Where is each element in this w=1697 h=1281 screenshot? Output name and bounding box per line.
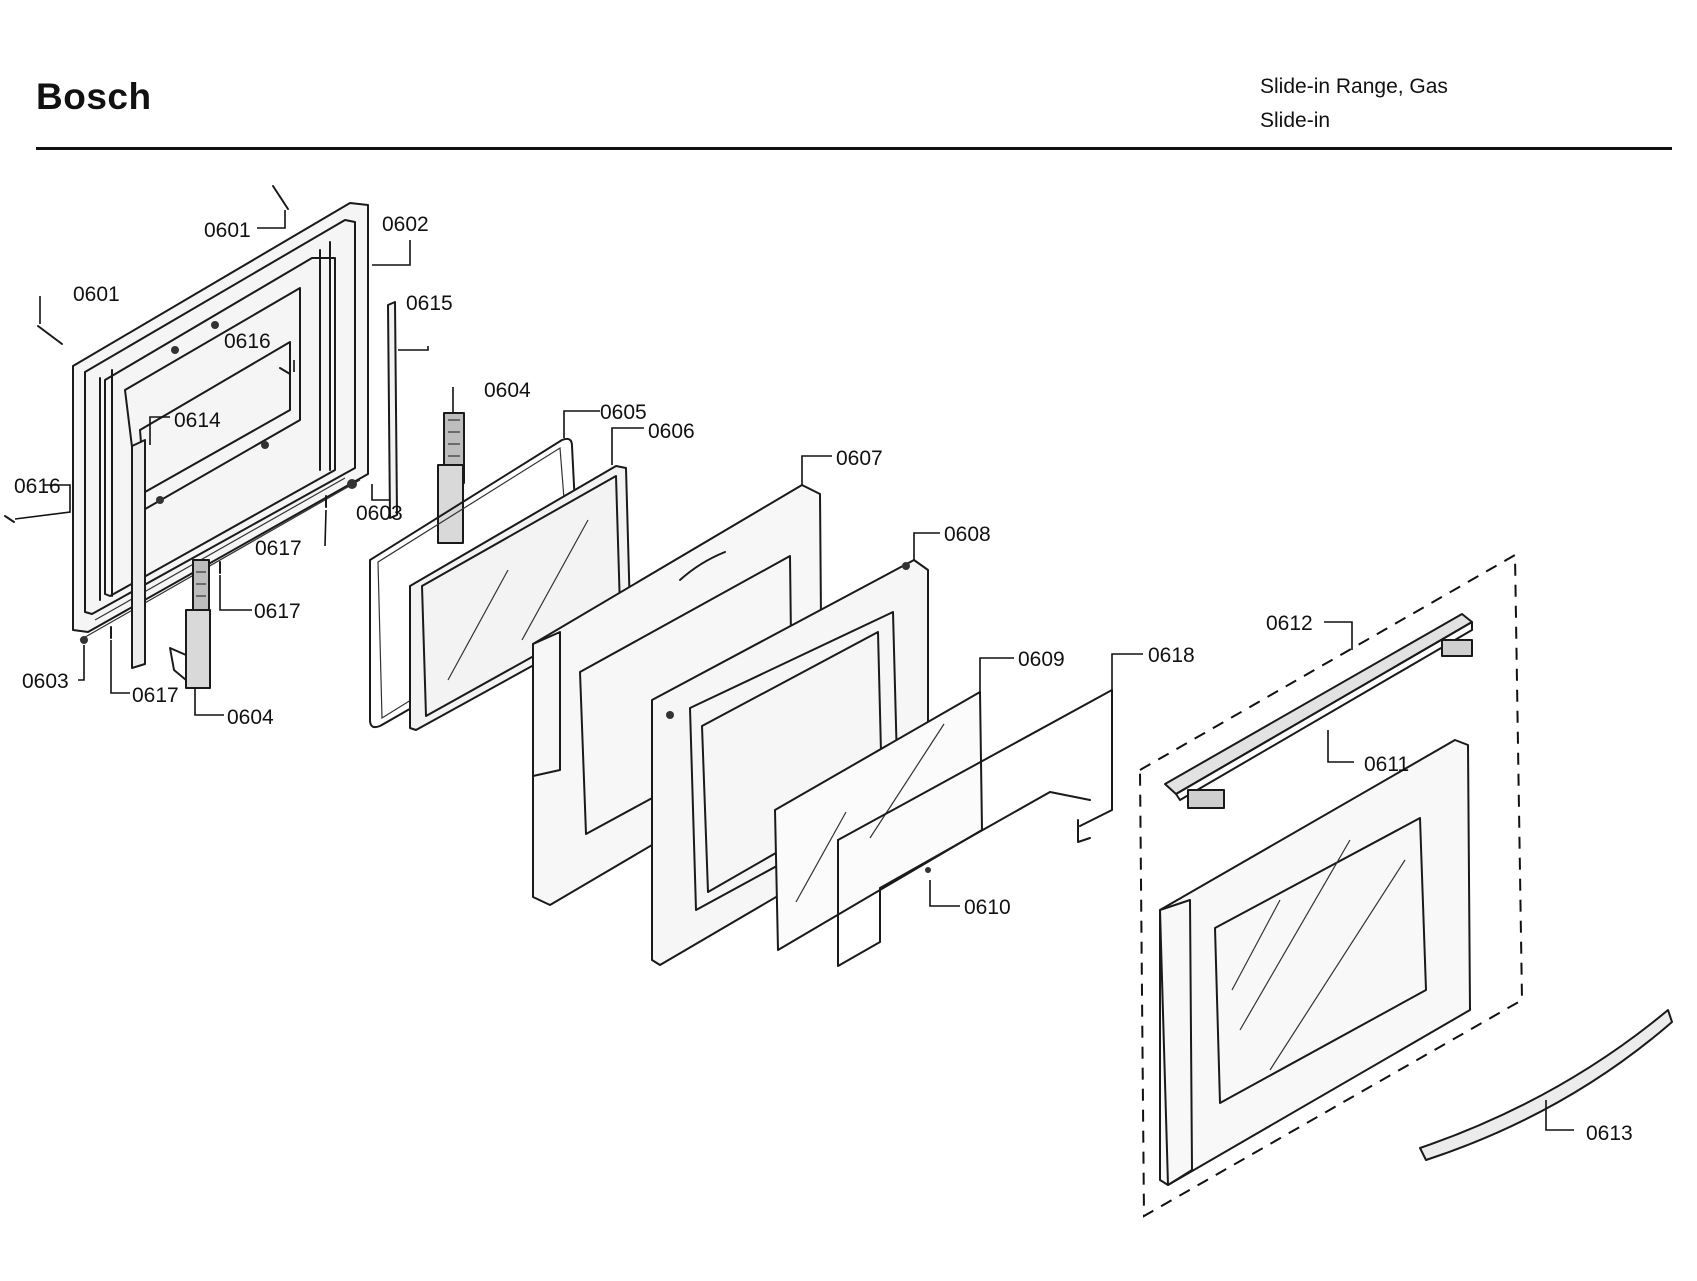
side-trim-0615 <box>387 301 398 519</box>
label-0606: 0606 <box>648 420 695 443</box>
label-0602: 0602 <box>382 213 429 236</box>
handle-bar-0613 <box>1419 1009 1673 1161</box>
label-0605: 0605 <box>600 401 647 424</box>
label-0607: 0607 <box>836 447 883 470</box>
label-0609: 0609 <box>1018 648 1065 671</box>
label-0604-top: 0604 <box>484 379 531 402</box>
screw-0603-left <box>80 636 88 644</box>
brand-title: Bosch <box>36 76 152 117</box>
label-0604-bottom: 0604 <box>227 706 274 729</box>
label-0603-right: 0603 <box>356 502 403 525</box>
handle-rail-0612 <box>1164 613 1473 809</box>
model-type: Slide-in Range, Gas <box>1260 75 1448 98</box>
bracket-0618 <box>837 689 1113 967</box>
label-0612: 0612 <box>1266 612 1313 635</box>
label-0608: 0608 <box>944 523 991 546</box>
label-0617-c: 0617 <box>132 684 179 707</box>
label-0617-a: 0617 <box>255 537 302 560</box>
hinge-0604-top <box>437 412 465 544</box>
label-0616-center: 0616 <box>224 330 271 353</box>
label-0615: 0615 <box>406 292 453 315</box>
screw-0601-left <box>37 325 63 345</box>
label-0617-b: 0617 <box>254 600 301 623</box>
side-trim-0614 <box>131 439 146 669</box>
outer-door-panel <box>1159 739 1471 1186</box>
screw-0616-left <box>4 515 15 523</box>
screw-0601-top <box>272 185 289 210</box>
clip-0610 <box>925 867 931 873</box>
label-0616-left: 0616 <box>14 475 61 498</box>
label-0601-top: 0601 <box>204 219 251 242</box>
label-0601-left: 0601 <box>73 283 120 306</box>
screw-0603-right <box>347 479 357 489</box>
screw-0616-center <box>279 367 291 375</box>
header-rule <box>36 147 1672 150</box>
label-0614: 0614 <box>174 409 221 432</box>
label-0603-left: 0603 <box>22 670 69 693</box>
label-0613: 0613 <box>1586 1122 1633 1145</box>
hinge-0604-bottom <box>169 559 211 689</box>
model-subtype: Slide-in <box>1260 109 1331 132</box>
label-0610: 0610 <box>964 896 1011 919</box>
label-0611: 0611 <box>1364 753 1409 776</box>
label-0618: 0618 <box>1148 644 1195 667</box>
